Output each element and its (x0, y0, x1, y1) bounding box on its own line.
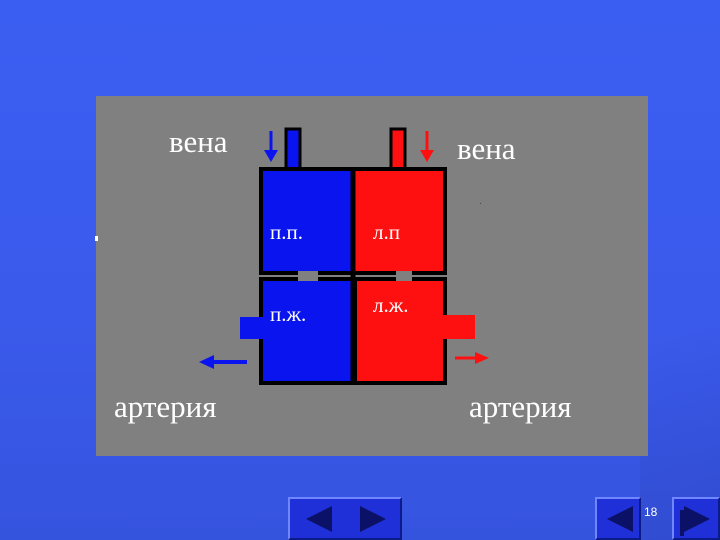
stray-mark (95, 236, 98, 241)
label-right-atrium: п.п. (270, 220, 303, 244)
page-number: 18 (644, 505, 658, 519)
vein-pipe-left (284, 127, 302, 173)
arrow-right-red-icon (475, 352, 489, 364)
next-slide-icon[interactable] (360, 506, 386, 532)
label-right-ventricle: п.ж. (270, 302, 307, 326)
label-artery-right: артерия (469, 389, 572, 424)
nav-panel-center (288, 497, 402, 540)
label-left-ventricle: л.ж. (373, 293, 409, 317)
label-vein-right: вена (457, 131, 516, 166)
vein-pipe-right (389, 127, 407, 173)
end-icon[interactable] (684, 506, 710, 532)
right-ventricle (259, 277, 355, 385)
artery-pipe-left (240, 317, 263, 339)
back-icon[interactable] (607, 506, 633, 532)
label-artery-left: артерия (114, 389, 217, 424)
stray-dot (480, 203, 481, 204)
arrow-left-blue-icon (199, 355, 214, 369)
end-bar (680, 510, 684, 536)
prev-slide-icon[interactable] (306, 506, 332, 532)
nav-panel-back (595, 497, 641, 540)
arrow-down-red-icon (420, 150, 434, 162)
valve-left (298, 271, 318, 281)
corner-shade (640, 250, 720, 540)
diagram-panel (96, 96, 648, 456)
label-left-atrium: л.п (373, 220, 400, 244)
label-vein-left: вена (169, 124, 228, 159)
artery-pipe-right (443, 315, 475, 339)
valve-right (396, 271, 412, 281)
arrow-down-blue-icon (264, 150, 278, 162)
